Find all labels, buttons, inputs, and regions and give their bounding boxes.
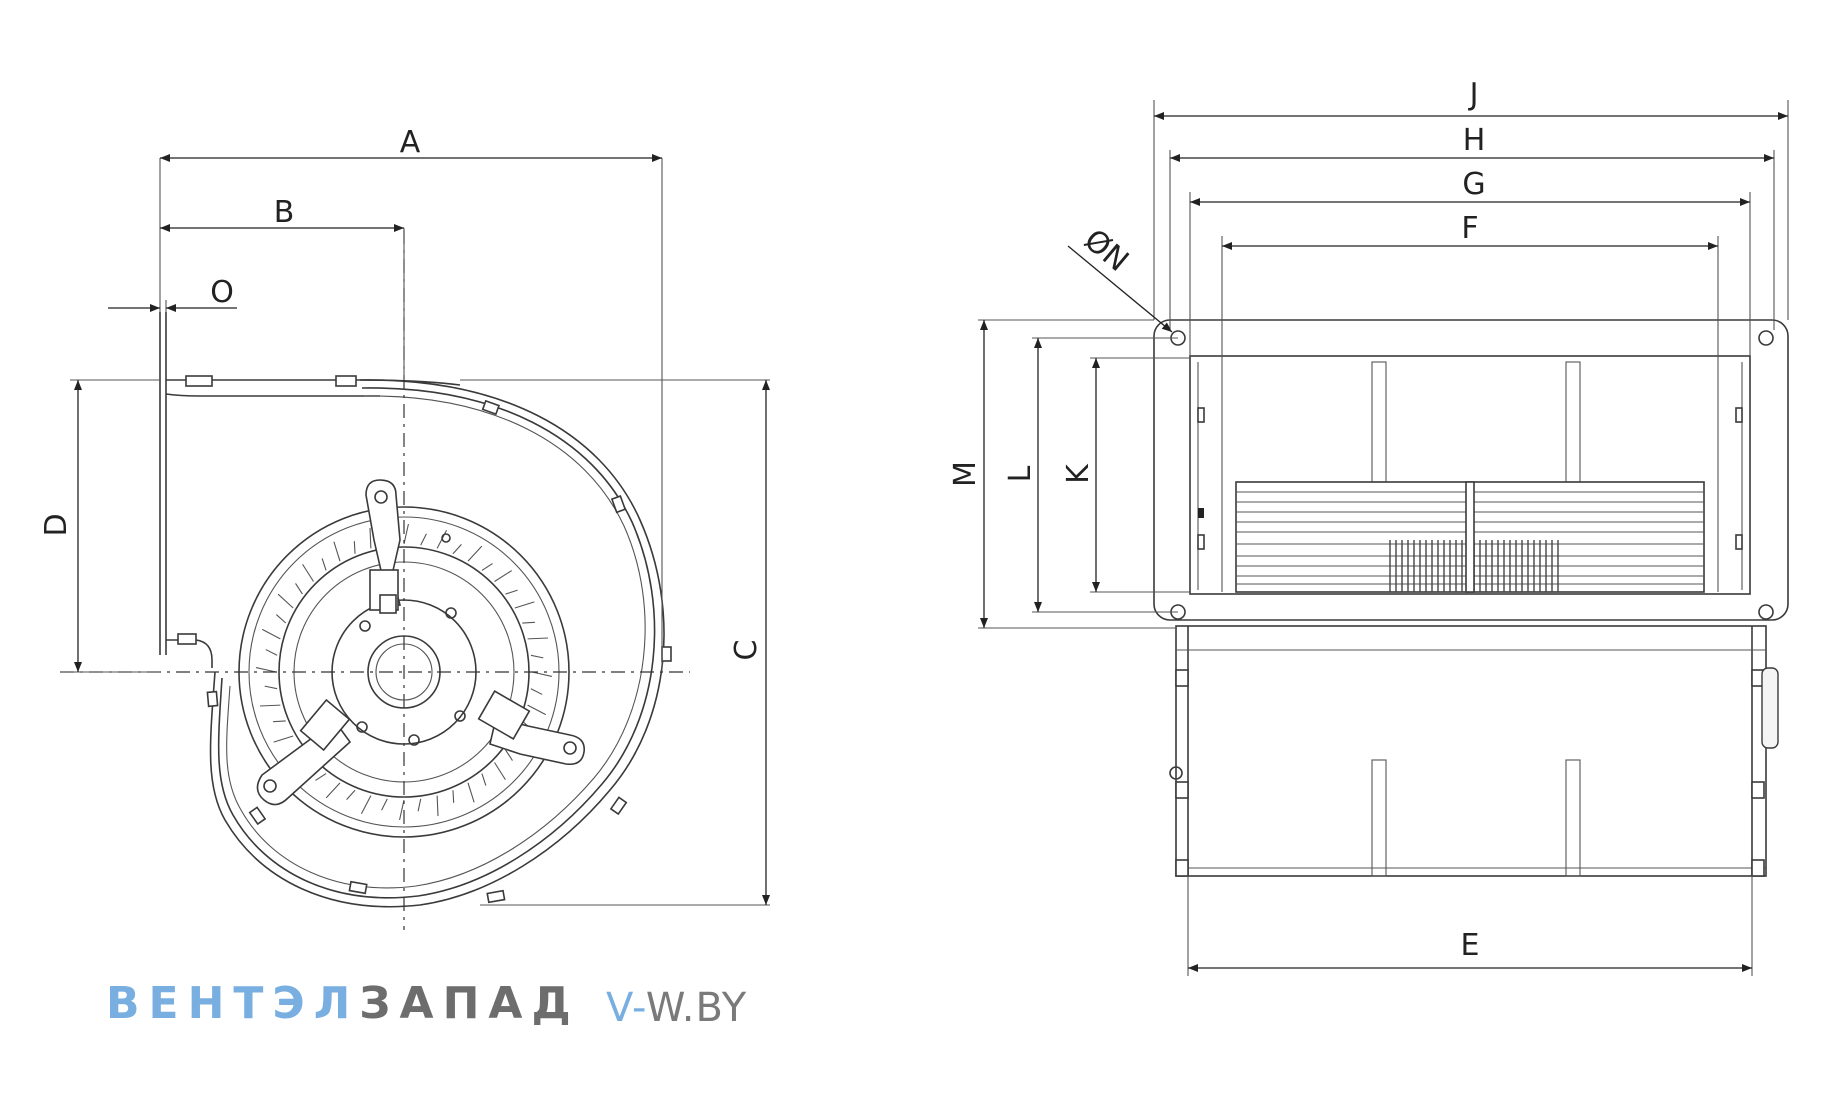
impeller-blade (275, 614, 287, 624)
impeller-blade (295, 583, 303, 595)
impeller-blade (353, 541, 356, 554)
brand-logo-part1: ВЕНТЭЛ (106, 978, 360, 1029)
impeller-blade (467, 545, 483, 562)
impeller-blade (346, 789, 356, 801)
impeller-blade (259, 704, 281, 707)
impeller-blade (436, 795, 439, 817)
impeller-blades (255, 523, 553, 821)
dimension-label-L: L (1003, 465, 1038, 482)
website-part1: V- (606, 985, 646, 1031)
impeller-blade (452, 790, 455, 803)
impeller-blade (505, 749, 513, 761)
impeller-blade (494, 762, 506, 781)
dimension-label-A: A (400, 125, 421, 160)
impeller-blade (417, 798, 422, 812)
brand-logo: ВЕНТЭЛЗАПАД (106, 978, 580, 1029)
impeller-blade (302, 563, 314, 582)
impeller-blade (265, 649, 278, 656)
website-watermark: V-W.BY (606, 985, 747, 1031)
impeller-blade (494, 570, 513, 582)
impeller-blade (381, 798, 388, 811)
dimension-label-K: K (1061, 463, 1096, 484)
dimension-label-M: M (948, 461, 983, 487)
impeller-blade (481, 773, 487, 786)
dimension-label-H: H (1463, 123, 1486, 158)
impeller-blade (273, 720, 286, 723)
dimension-label-C: C (729, 640, 764, 661)
website-part2: W.BY (645, 985, 748, 1031)
dimension-label-E: E (1461, 928, 1480, 963)
impeller-blade (321, 558, 327, 571)
dimension-label-J: J (1468, 77, 1479, 112)
impeller-blade (527, 637, 549, 640)
impeller-blade (420, 533, 427, 546)
impeller-blade (262, 628, 281, 640)
dimension-label-F: F (1461, 211, 1478, 246)
impeller-blade (325, 782, 341, 799)
impeller-blade (505, 589, 518, 595)
front-view: A B O D C (39, 125, 770, 930)
impeller-blade (333, 541, 341, 562)
impeller-blade (530, 688, 543, 695)
impeller-blade (255, 667, 277, 673)
dimension-label-B: B (274, 195, 295, 230)
impeller-blade (514, 601, 535, 609)
dimension-label-O: O (210, 275, 234, 310)
impeller-side-lines (1236, 491, 1704, 592)
impeller-blade (360, 795, 372, 814)
impeller-blade (530, 654, 544, 659)
impeller-blade (481, 563, 493, 571)
dimension-label-D: D (39, 513, 74, 536)
impeller-blade (403, 523, 409, 545)
impeller-blade (467, 782, 475, 803)
impeller-blade (527, 704, 546, 716)
impeller-blade (452, 543, 462, 555)
impeller-blade (277, 593, 294, 609)
impeller-blade (264, 685, 278, 690)
impeller-blade (531, 671, 553, 677)
impeller-blade (522, 621, 535, 624)
impeller-blade (399, 799, 405, 821)
impeller-blade (273, 735, 294, 743)
brand-logo-part2: ЗАПАД (359, 978, 580, 1029)
dimension-label-N: ØN (1077, 223, 1135, 279)
impeller-blade (315, 773, 327, 781)
side-view: J H G F E M L K ØN (948, 77, 1789, 976)
dimension-label-G: G (1462, 167, 1485, 202)
impeller-blade (369, 527, 372, 549)
